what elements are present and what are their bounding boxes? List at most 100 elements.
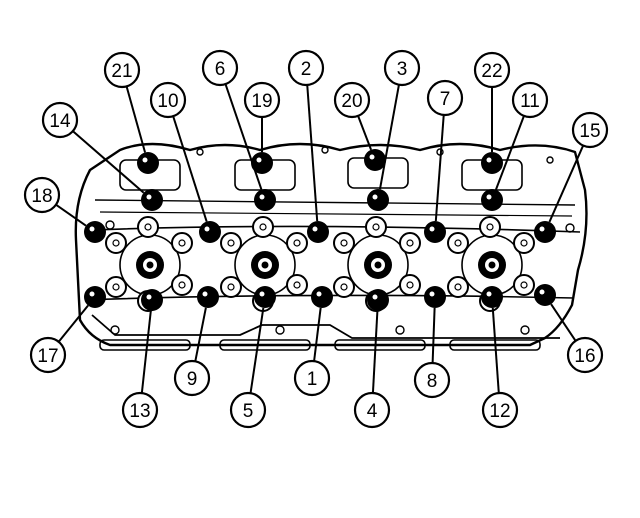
callout-number: 2 [301, 59, 312, 80]
head-bolts [84, 149, 556, 311]
leader-line-4 [371, 310, 379, 394]
leader-line-16 [550, 303, 577, 342]
callout-10: 10 [149, 81, 187, 119]
callout-circle [23, 176, 61, 214]
valve-port [220, 276, 242, 298]
head-bolt-3 [367, 189, 389, 211]
callout-circle [413, 361, 451, 399]
callout-number: 17 [37, 346, 58, 367]
valve-port [479, 216, 501, 238]
valve-port [333, 232, 355, 254]
callout-8: 8 [413, 361, 451, 399]
callout-22: 22 [473, 51, 511, 89]
chamber-3 [333, 216, 421, 312]
leader-line-18 [55, 203, 87, 227]
callout-7: 7 [426, 79, 464, 117]
callout-circle [287, 49, 325, 87]
callout-number: 22 [481, 61, 502, 82]
callout-3: 3 [383, 49, 421, 87]
valve-port [447, 232, 469, 254]
callout-number: 8 [427, 371, 438, 392]
head-bolt-15 [534, 221, 556, 243]
callout-circle [293, 359, 331, 397]
callout-2: 2 [287, 49, 325, 87]
head-bolt-18 [84, 221, 106, 243]
valve-port [171, 232, 193, 254]
callout-number: 5 [243, 401, 254, 422]
callout-circle [426, 79, 464, 117]
head-bolt-22 [481, 152, 503, 174]
callout-circle [333, 81, 371, 119]
callout-9: 9 [173, 359, 211, 397]
leader-line-1 [313, 307, 322, 362]
callout-12: 12 [481, 391, 519, 429]
leader-line-21 [125, 86, 147, 153]
leader-line-20 [357, 115, 372, 151]
callout-number: 18 [31, 186, 52, 207]
callout-circle [353, 391, 391, 429]
valve-port [252, 216, 274, 238]
valve-port [399, 274, 421, 296]
head-bolt-5 [254, 286, 276, 308]
leader-line-13 [140, 310, 152, 394]
callout-circle [566, 336, 604, 374]
callout-circle [481, 391, 519, 429]
head-bolt-7 [424, 221, 446, 243]
valve-port [513, 232, 535, 254]
valve-port [447, 276, 469, 298]
callout-19: 19 [243, 81, 281, 119]
head-bolt-19 [251, 152, 273, 174]
callout-number: 14 [49, 111, 71, 132]
callout-number: 13 [129, 401, 150, 422]
head-bolt-1 [311, 286, 333, 308]
callout-number: 4 [367, 401, 378, 422]
callout-16: 16 [566, 336, 604, 374]
callout-number: 7 [440, 89, 451, 110]
cylinder-head-drawing [74, 142, 588, 351]
callout-number: 21 [111, 61, 132, 82]
leader-line-10 [172, 115, 208, 222]
callout-number: 12 [489, 401, 510, 422]
leader-line-11 [494, 115, 525, 191]
callout-17: 17 [29, 336, 67, 374]
head-bolt-9 [197, 286, 219, 308]
callout-circle [511, 81, 549, 119]
valve-port [286, 274, 308, 296]
callout-circle [121, 391, 159, 429]
callout-6: 6 [201, 49, 239, 87]
head-bolt-20 [364, 149, 386, 171]
head-bolt-4 [367, 289, 389, 311]
valve-port [399, 232, 421, 254]
callout-18: 18 [23, 176, 61, 214]
head-bolt-6 [254, 189, 276, 211]
valve-port [137, 216, 159, 238]
leader-line-15 [548, 145, 585, 223]
callout-circle [473, 51, 511, 89]
leader-line-17 [57, 304, 89, 343]
leader-line-3 [378, 84, 400, 190]
head-bolt-10 [199, 221, 221, 243]
callout-14: 14 [41, 101, 79, 139]
leader-line-12 [491, 307, 500, 394]
head-bolt-11 [481, 189, 503, 211]
head-bolt-16 [534, 284, 556, 306]
valve-port [286, 232, 308, 254]
callout-number: 19 [251, 91, 272, 112]
callout-4: 4 [353, 391, 391, 429]
valve-port [105, 276, 127, 298]
callout-number: 6 [215, 59, 226, 80]
head-bolt-21 [137, 152, 159, 174]
leader-line-8 [431, 307, 436, 364]
callout-number: 1 [307, 369, 318, 390]
leader-line-5 [249, 307, 265, 394]
callout-13: 13 [121, 391, 159, 429]
leader-line-6 [224, 83, 263, 190]
callout-number: 15 [579, 121, 600, 142]
valve-port [365, 216, 387, 238]
valve-port [105, 232, 127, 254]
callout-1: 1 [293, 359, 331, 397]
callout-15: 15 [571, 111, 609, 149]
callout-number: 10 [157, 91, 178, 112]
